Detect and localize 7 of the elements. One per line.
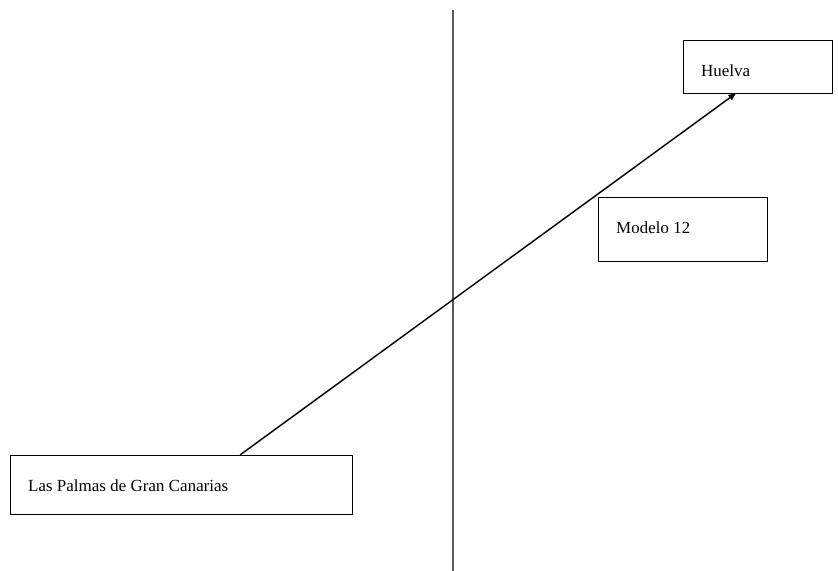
box-label: Modelo 12 — [616, 218, 690, 238]
text-box — [683, 40, 833, 94]
box-label: Huelva — [701, 61, 750, 81]
text-box — [598, 197, 768, 262]
text-box — [10, 455, 353, 515]
box-label: Las Palmas de Gran Canarias — [28, 476, 228, 496]
arrow — [240, 93, 736, 456]
